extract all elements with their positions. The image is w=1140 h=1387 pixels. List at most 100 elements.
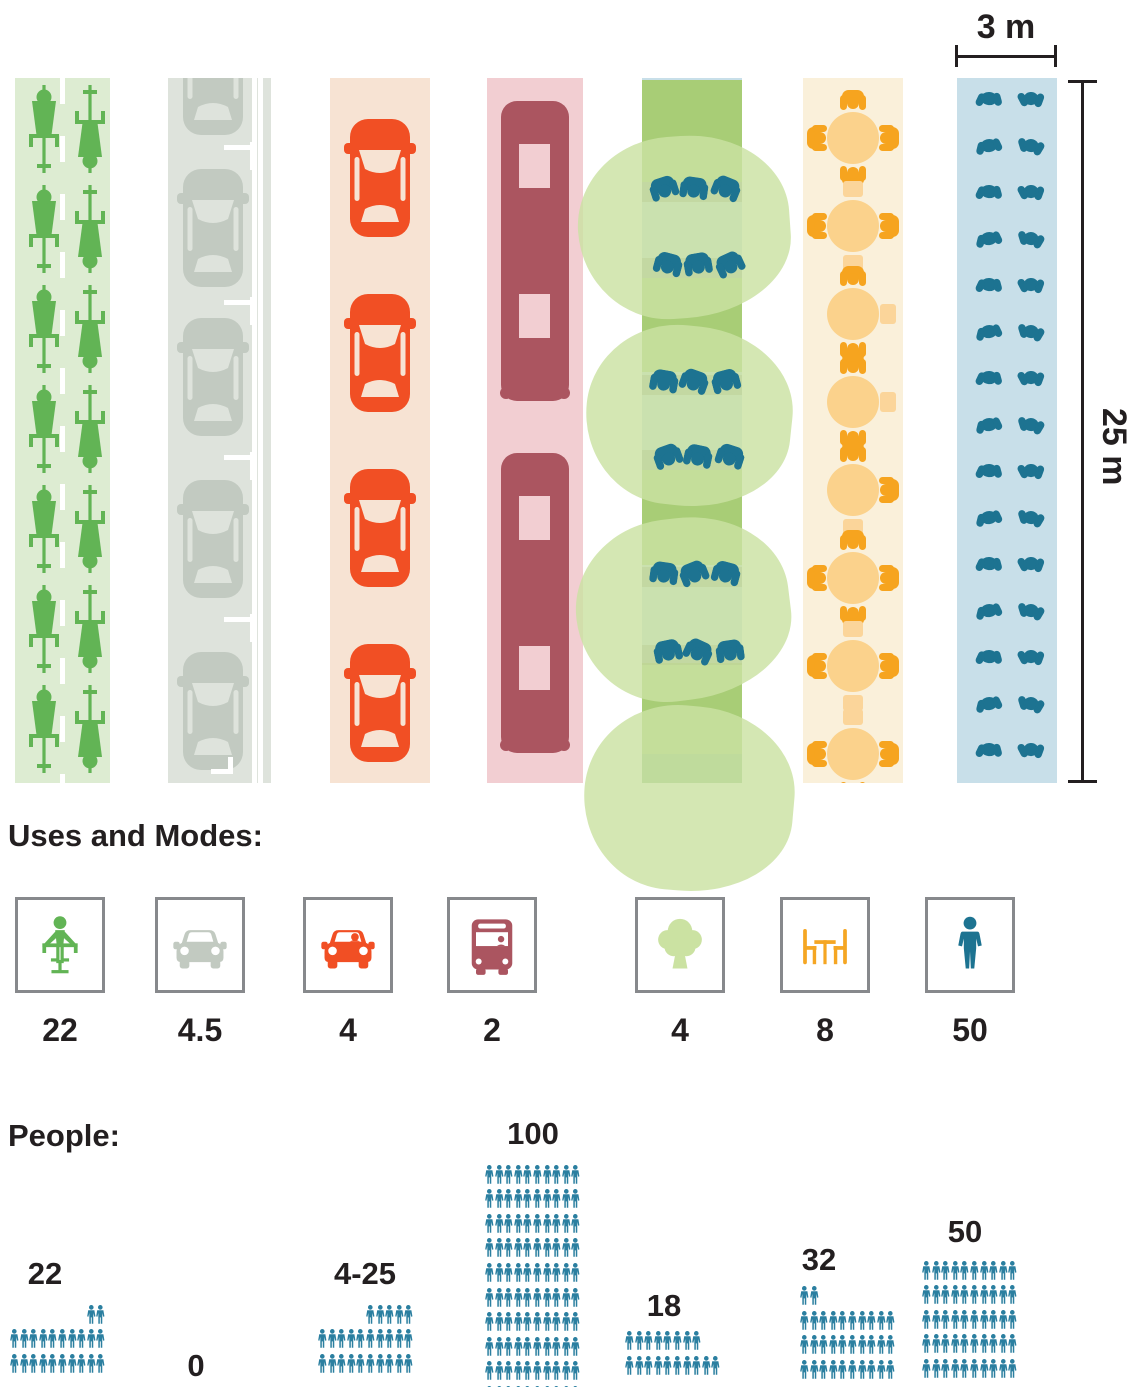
width-ruler-line [955,55,1057,58]
person-pictogram-icon [562,1213,571,1234]
uses-modes-heading: Uses and Modes: [8,818,263,853]
person-pictogram-icon [951,1358,960,1379]
empty-chair [843,181,863,197]
person-pictogram-icon [356,1353,365,1374]
person-pictogram-icon [951,1284,960,1305]
people-row-buses [485,1213,581,1234]
person-pictogram-icon [999,1284,1008,1305]
person-pictogram-icon [552,1336,561,1357]
person-pictogram-icon [848,1334,857,1355]
person-pictogram-icon [395,1328,404,1349]
person-pictogram-icon [543,1188,552,1209]
person-pictogram-icon [39,1353,48,1374]
person-pictogram-icon [552,1188,561,1209]
parking-bay-marker [224,617,255,622]
parking-bay-marker [224,455,255,460]
cafe-diner-icon [840,354,866,376]
person-pictogram-icon [562,1360,571,1381]
people-count-trees: 18 [646,1288,682,1323]
person-pictogram-icon [485,1262,494,1283]
person-pictogram-icon [58,1328,67,1349]
person-pictogram-icon [514,1213,523,1234]
people-row-buses [485,1360,581,1381]
empty-chair [843,621,863,637]
person-pictogram-icon [571,1237,580,1258]
person-pictogram-icon [39,1328,48,1349]
empty-chair [880,304,896,324]
person-pictogram-icon [514,1188,523,1209]
person-pictogram-icon [543,1262,552,1283]
person-pictogram-icon [20,1353,29,1374]
tree-canopy [571,128,797,326]
people-row-pedestrians [922,1358,1018,1379]
person-pictogram-icon [692,1330,701,1351]
cafe-diner-icon [840,266,866,288]
people-row-cars [318,1353,414,1374]
mode-box-cafe-tables [780,897,870,993]
cafe-diner-icon [840,90,866,112]
empty-chair [880,392,896,412]
person-pictogram-icon [495,1164,504,1185]
bicycle-top-icon [72,185,108,273]
cafe-diner-icon [877,653,899,679]
mode-count-cafe-tables: 8 [816,1012,834,1048]
parked-car-top-icon [177,316,249,438]
parking-bay-marker [224,145,255,150]
person-pictogram-icon [385,1353,394,1374]
person-pictogram-icon [562,1164,571,1185]
person-pictogram-icon [1008,1309,1017,1330]
person-pictogram-icon [970,1284,979,1305]
person-pictogram-icon [514,1360,523,1381]
person-pictogram-icon [533,1262,542,1283]
person-pictogram-icon [48,1353,57,1374]
person-pictogram-icon [571,1188,580,1209]
person-pictogram-icon [673,1330,682,1351]
person-pictogram-icon [886,1310,895,1331]
pedestrian-top-icon [1016,226,1047,252]
person-pictogram-icon [495,1287,504,1308]
parking-bay-marker [224,300,255,305]
person-pictogram-icon [654,1330,663,1351]
pedestrian-top-icon [1016,412,1047,438]
car-gray-icon [168,913,232,977]
pedestrian-top-icon [1016,133,1047,159]
person-pictogram-icon [337,1353,346,1374]
person-pictogram-icon [562,1287,571,1308]
seated-person-icon [648,560,679,588]
person-pictogram-icon [999,1260,1008,1281]
cafe-diner-icon [807,125,829,151]
person-pictogram-icon [625,1355,634,1376]
person-pictogram-icon [810,1285,819,1306]
cafe-diner-icon [877,477,899,503]
person-pictogram-icon [1008,1260,1017,1281]
person-pictogram-icon [523,1287,532,1308]
person-pictogram-icon [533,1336,542,1357]
person-pictogram-icon [485,1164,494,1185]
person-pictogram-icon [960,1309,969,1330]
person-pictogram-icon [29,1353,38,1374]
pedestrian-top-icon [974,133,1004,159]
person-pictogram-icon [552,1311,561,1332]
person-pictogram-icon [673,1355,682,1376]
cafe-table [827,552,879,604]
person-pictogram-icon [922,1260,931,1281]
person-pictogram-icon [514,1237,523,1258]
parked-car-lane [168,78,258,783]
person-pictogram-icon [485,1311,494,1332]
pedestrian-top-icon [974,459,1004,484]
person-pictogram-icon [819,1334,828,1355]
person-pictogram-icon [356,1328,365,1349]
cafe-diner-icon [840,780,866,783]
person-pictogram-icon [543,1164,552,1185]
person-pictogram-icon [523,1311,532,1332]
cafe-table [827,112,879,164]
person-pictogram-icon [504,1164,513,1185]
people-row-cafe-tables [800,1285,819,1306]
person-pictogram-icon [932,1358,941,1379]
person-pictogram-icon [848,1310,857,1331]
length-ruler-tick-bottom [1068,780,1097,783]
cafe-diner-icon [840,442,866,464]
empty-chair [843,709,863,725]
person-pictogram-icon [571,1213,580,1234]
cafe-diner-icon [877,565,899,591]
